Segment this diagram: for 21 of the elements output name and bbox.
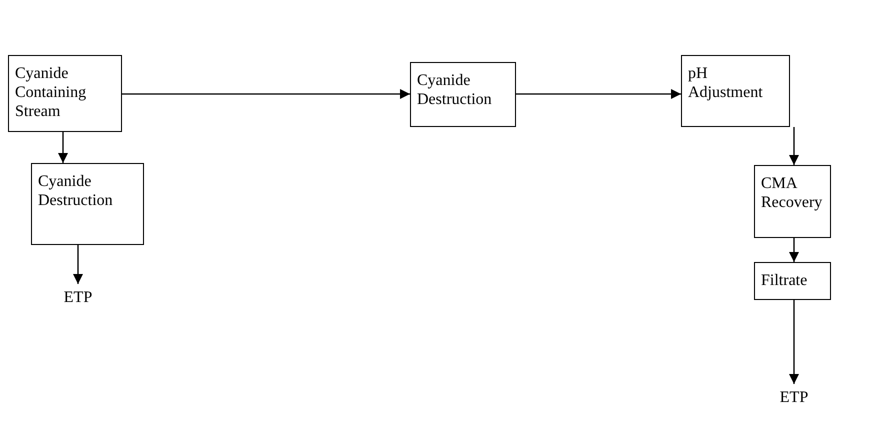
box-label: CMA Recovery xyxy=(761,174,824,212)
arrow xyxy=(789,127,799,165)
process-box xyxy=(31,163,144,245)
process-box xyxy=(754,165,831,238)
process-box xyxy=(681,55,790,127)
arrow xyxy=(516,89,681,99)
arrow xyxy=(73,245,83,284)
destination-label: ETP xyxy=(62,288,94,308)
process-box xyxy=(754,262,831,300)
arrow xyxy=(789,300,799,384)
box-label: Cyanide Containing Stream xyxy=(15,64,88,122)
process-box xyxy=(410,62,516,127)
process-box xyxy=(8,55,122,132)
arrow xyxy=(122,89,410,99)
box-label: pH Adjustment xyxy=(688,64,764,102)
arrow xyxy=(789,238,799,262)
destination-label: ETP xyxy=(778,388,810,408)
arrow xyxy=(58,132,68,163)
box-label: Cyanide Destruction xyxy=(417,71,493,110)
box-label: Cyanide Destruction xyxy=(38,172,114,210)
box-label: Filtrate xyxy=(761,271,808,290)
